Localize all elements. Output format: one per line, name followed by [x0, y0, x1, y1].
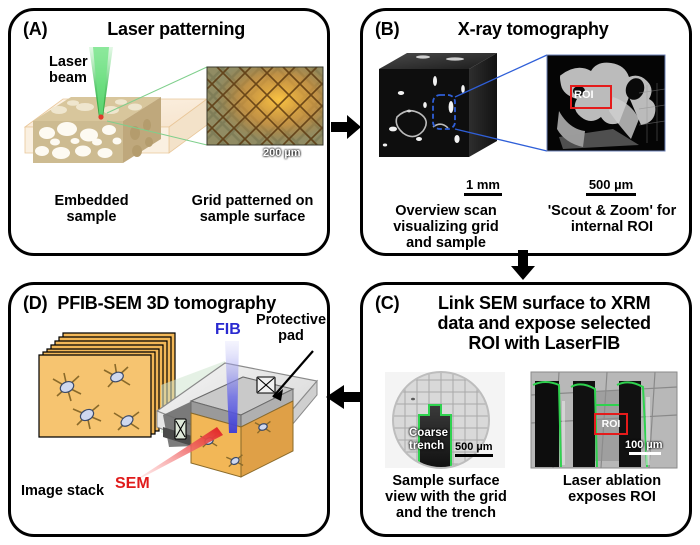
panel-d-artwork: FIB SEM Protective pad — [11, 312, 333, 500]
protective-pad-label: Protective pad — [255, 312, 327, 344]
arrow-c-to-d — [326, 382, 360, 412]
xray-tomography-illustration — [379, 53, 666, 157]
panel-b-letter: (B) — [375, 19, 400, 39]
scalebar-sample-surface: 500 µm — [455, 441, 505, 457]
coarse-trench-label: Coarse trench — [409, 427, 448, 453]
roi-box-scoutzoom — [570, 85, 612, 109]
laser-beam-label: Laser beam — [49, 54, 88, 86]
panel-c-header: (C) Link SEM surface to XRM data and exp… — [363, 285, 689, 353]
caption-embedded-sample: Embedded sample — [54, 193, 129, 226]
sem-label: SEM — [115, 475, 150, 492]
panel-b-header: (B) X-ray tomography — [363, 11, 689, 40]
scalebar-ablation: 100 µm — [625, 439, 673, 455]
arrow-a-to-b — [331, 112, 361, 142]
caption-laser-ablation: Laser ablation exposes ROI — [562, 473, 662, 506]
roi-box-ablation: ROI — [594, 413, 628, 435]
scalebar-sample-surface-label: 500 µm — [455, 441, 493, 453]
roi-label-ablation: ROI — [601, 418, 621, 430]
panel-c-link-sem-xrm: (C) Link SEM surface to XRM data and exp… — [360, 282, 692, 537]
caption-grid-patterned: Grid patterned on sample surface — [191, 193, 314, 226]
scalebar-grid-line — [269, 160, 297, 163]
scalebar-grid: 200 µm — [263, 147, 319, 163]
scalebar-scoutzoom-label: 500 µm — [588, 177, 634, 192]
panel-a-letter: (A) — [23, 19, 48, 39]
panel-b-xray-tomography: (B) X-ray tomography — [360, 8, 692, 256]
scalebar-ablation-label: 100 µm — [625, 439, 663, 451]
panel-a-header: (A) Laser patterning — [11, 11, 327, 40]
arrow-right-icon — [331, 115, 361, 139]
panel-d-title: PFIB-SEM 3D tomography — [57, 293, 277, 313]
panel-d-letter: (D) — [23, 293, 48, 313]
scalebar-overview-label: 1 mm — [466, 177, 500, 192]
arrow-left-icon — [326, 385, 360, 409]
panel-b-captions: Overview scan visualizing grid and sampl… — [363, 203, 695, 252]
panel-a-artwork: 200 µm — [11, 41, 333, 191]
scalebar-overview-line — [464, 193, 502, 196]
scalebar-scoutzoom-line — [586, 193, 636, 196]
panel-a-laser-patterning: (A) Laser patterning — [8, 8, 330, 256]
caption-sample-surface-view: Sample surface view with the grid and th… — [385, 473, 507, 522]
panel-d-pfib-sem-tomography: (D) PFIB-SEM 3D tomography — [8, 282, 330, 537]
panel-c-letter: (C) — [375, 293, 400, 313]
scalebar-grid-label: 200 µm — [263, 147, 301, 159]
scalebar-overview: 1 mm — [453, 177, 513, 196]
fib-label: FIB — [215, 321, 241, 338]
panel-d-header: (D) PFIB-SEM 3D tomography — [11, 285, 327, 314]
panel-b-artwork: ROI — [363, 41, 695, 181]
panel-a-title: Laser patterning — [107, 19, 246, 39]
caption-scout-zoom: 'Scout & Zoom' for internal ROI — [547, 203, 677, 236]
arrow-b-to-c — [508, 250, 538, 280]
scalebar-sample-surface-line — [455, 454, 493, 457]
pfib-sem-illustration — [38, 332, 319, 483]
panel-a-captions: Embedded sample Grid patterned on sample… — [11, 193, 333, 225]
laserfib-micrographs — [385, 371, 678, 469]
panel-b-title: X-ray tomography — [457, 19, 609, 39]
laser-patterning-illustration — [23, 47, 324, 163]
caption-overview-scan: Overview scan visualizing grid and sampl… — [393, 203, 499, 252]
scalebar-scoutzoom: 500 µm — [575, 177, 647, 196]
panel-b-scalebars: 1 mm 500 µm — [363, 177, 695, 203]
scalebar-ablation-line — [629, 452, 661, 455]
panel-c-artwork: Coarse trench 500 µm ROI 100 µm — [363, 371, 695, 469]
caption-image-stack: Image stack — [21, 483, 105, 499]
arrow-down-icon — [511, 250, 535, 280]
panel-c-captions: Sample surface view with the grid and th… — [363, 473, 695, 522]
roi-label-scoutzoom: ROI — [574, 89, 594, 101]
panel-c-title: Link SEM surface to XRM data and expose … — [437, 293, 651, 354]
